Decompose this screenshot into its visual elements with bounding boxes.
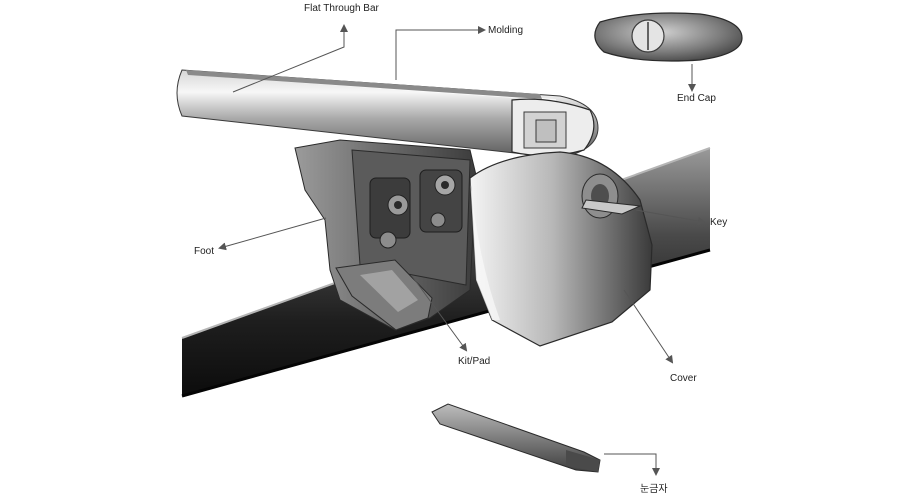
label-end-cap: End Cap [677,93,716,104]
label-foot: Foot [194,246,214,257]
molding-strip [186,70,542,99]
leader-lines [218,24,706,476]
cover [469,151,653,347]
callout-labels: Flat Through Bar Molding End Cap Key Foo… [194,3,727,495]
foot-clamp-mechanism [369,169,463,249]
foot [294,139,477,331]
label-molding: Molding [488,25,523,36]
label-flat-through-bar: Flat Through Bar [304,3,380,14]
flat-through-bar [176,69,599,159]
label-ruler: 눈금자 [640,483,668,495]
label-cover: Cover [670,373,697,384]
ruler-piece [431,403,601,473]
end-cap [594,12,743,62]
label-key: Key [710,217,727,228]
key [581,199,642,215]
label-kit-pad: Kit/Pad [458,356,490,367]
kit-pad [335,259,433,331]
